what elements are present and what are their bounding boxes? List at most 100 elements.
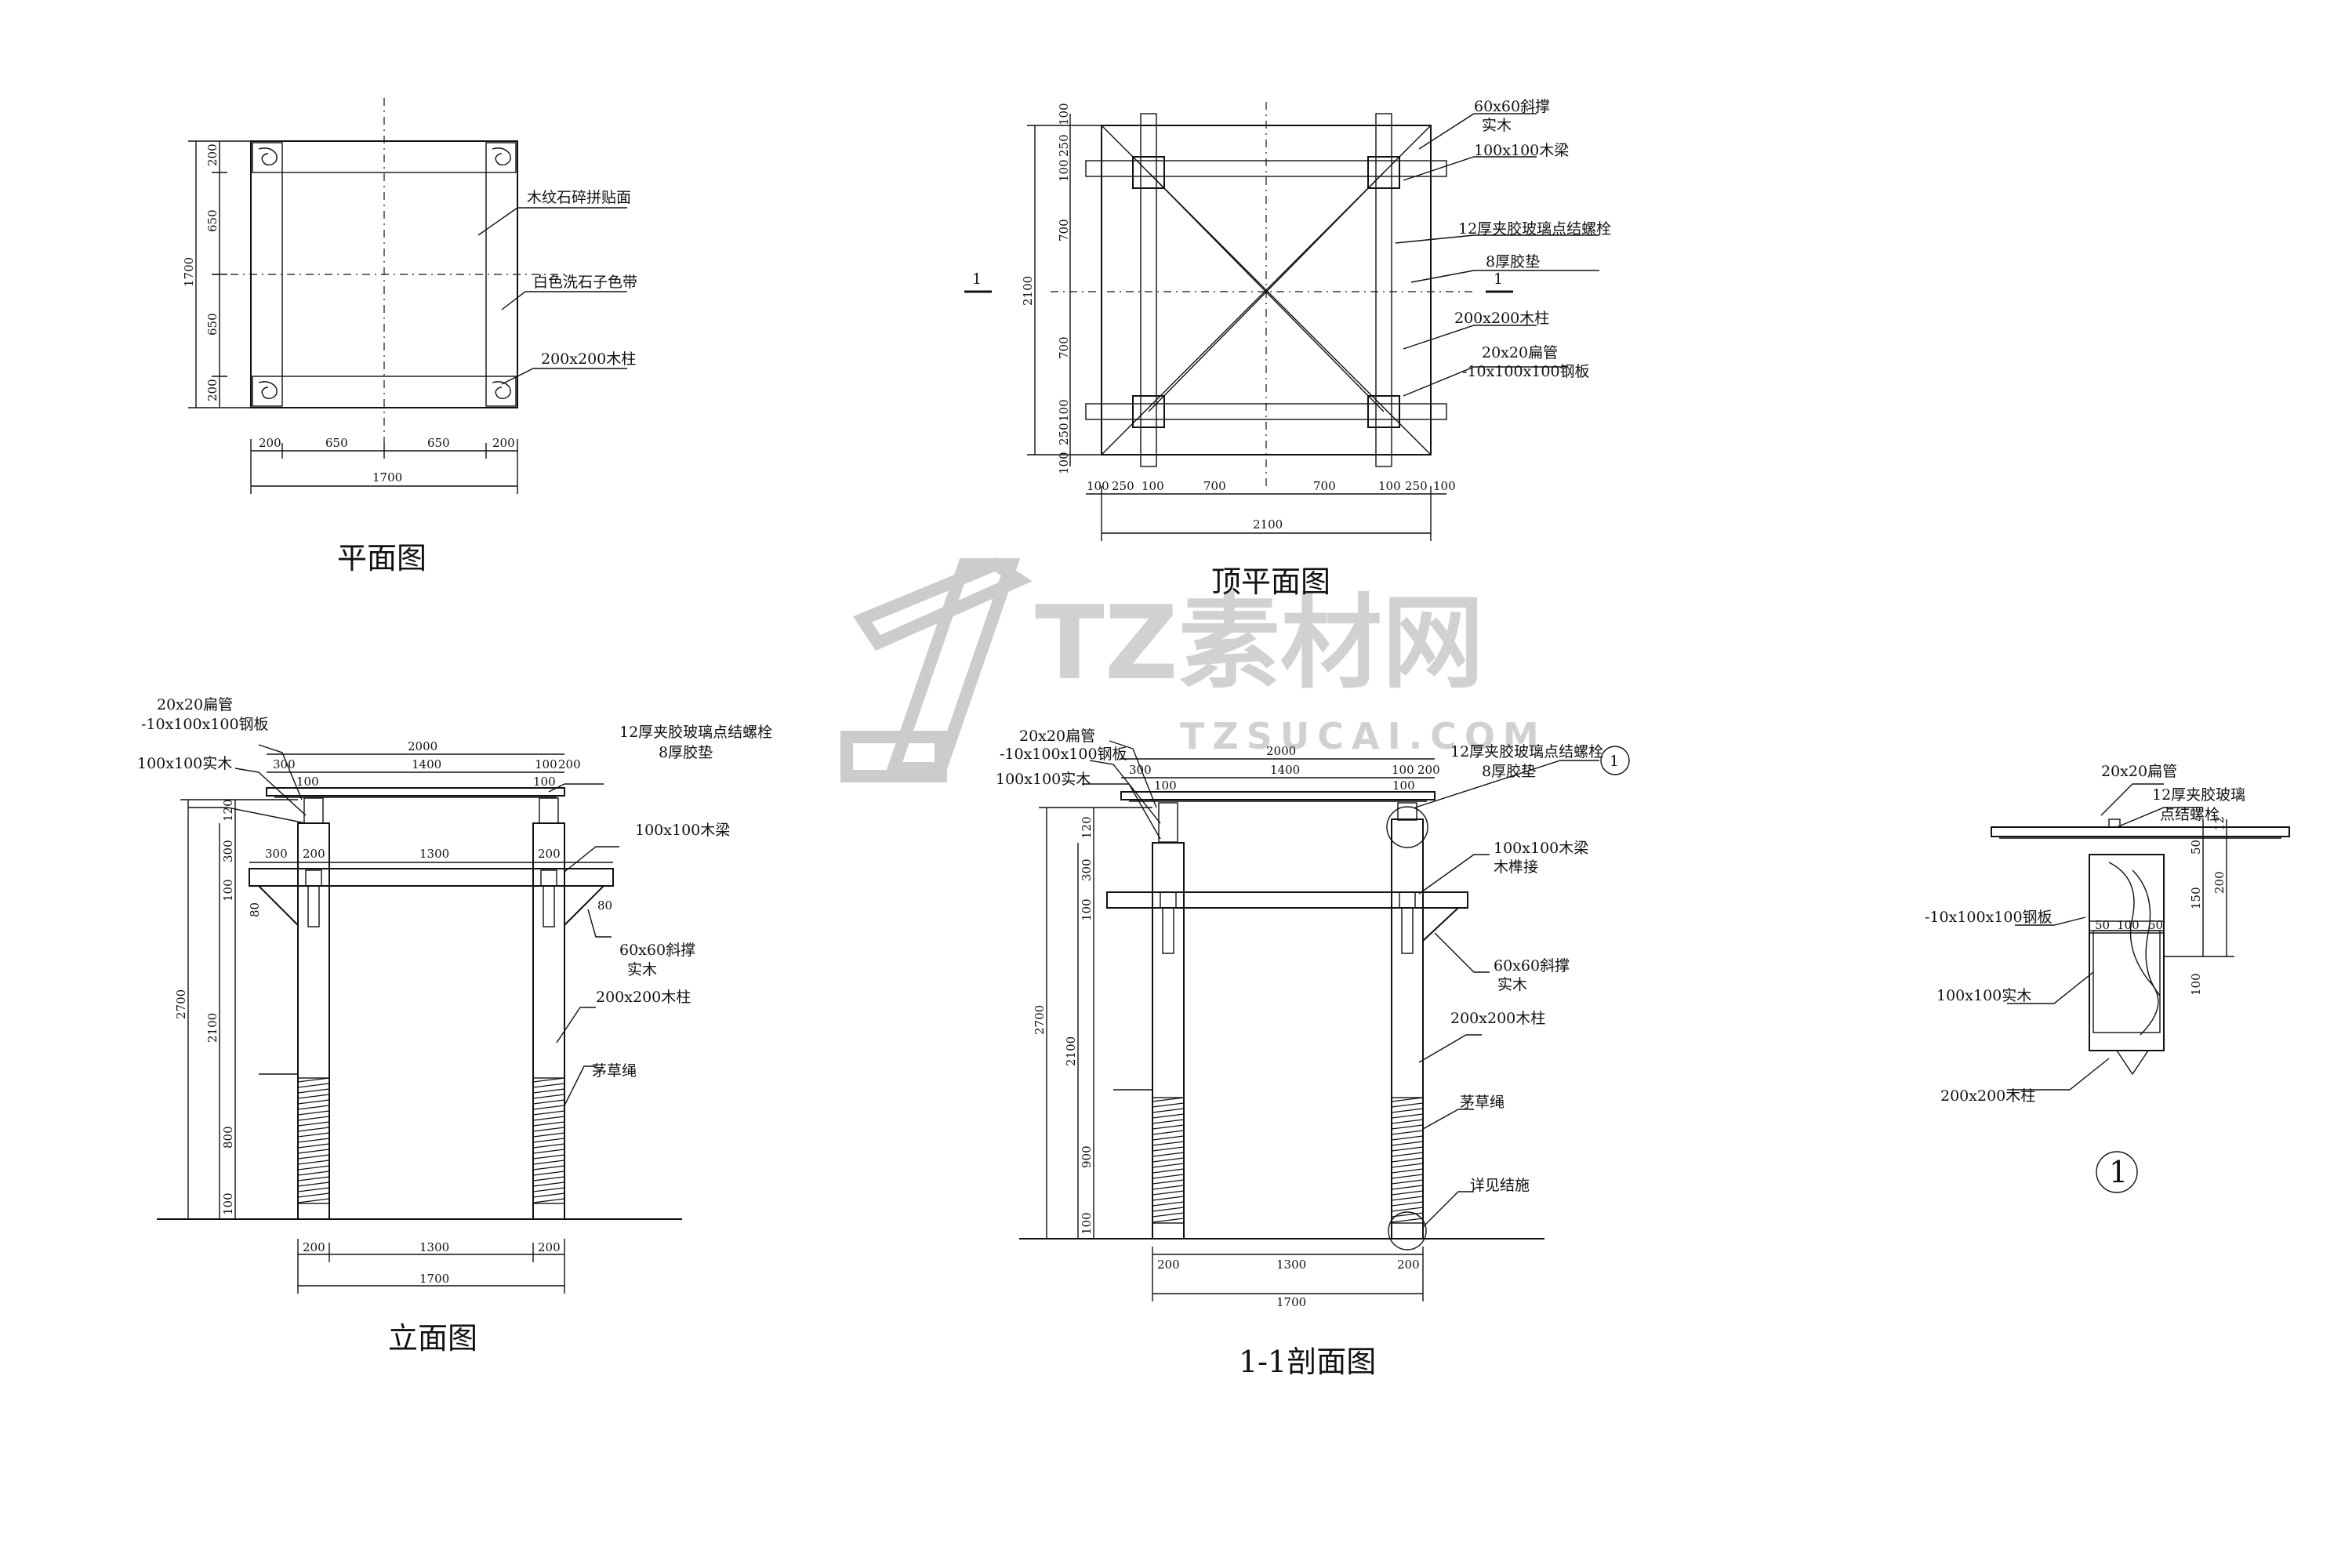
rope-wrap-line <box>1391 1152 1424 1157</box>
plan-label-0: 木纹石碎拼贴面 <box>527 189 631 206</box>
plan-dim-l0: 200 <box>205 143 220 166</box>
top-plan-section-mark-right: 1 <box>1494 270 1503 288</box>
elevation-dim-b0: 200 <box>303 1240 325 1254</box>
plan-dim-b3: 200 <box>492 436 515 450</box>
rope-wrap-line <box>1152 1179 1185 1185</box>
section-dim-l2: 100 <box>1080 898 1094 921</box>
rope-wrap-line <box>1152 1130 1185 1135</box>
rope-wrap-line <box>297 1192 330 1198</box>
watermark: TZ素材网 TZSUCAI.COM <box>840 557 1539 782</box>
section-label-left-2: 100x100实木 <box>996 771 1091 788</box>
rope-wrap-line <box>1391 1135 1424 1141</box>
rope-wrap-line <box>297 1187 330 1192</box>
elevation-dim-l1: 300 <box>221 840 235 862</box>
rope-wrap-line <box>1152 1097 1185 1102</box>
elevation-rope-hatch <box>297 1077 565 1203</box>
section-label-right-7: 茅草绳 <box>1460 1094 1504 1111</box>
rope-wrap-line <box>1391 1201 1424 1207</box>
rope-wrap-line <box>1391 1168 1424 1174</box>
plan-title: 平面图 <box>337 541 426 575</box>
detail-label-2: 点结螺栓 <box>2160 806 2220 823</box>
rope-wrap-line <box>532 1121 565 1127</box>
top-plan-label-0: 60x60斜撑 <box>1474 98 1550 115</box>
detail-mark: 1 <box>2109 1155 2128 1189</box>
section-label-right-0: 12厚夹胶玻璃点结螺栓 <box>1450 743 1603 760</box>
rope-wrap-line <box>1152 1168 1185 1174</box>
rope-wrap-line <box>297 1160 330 1165</box>
detail-dim-r4: 200 <box>2212 871 2227 894</box>
top-plan-dim-l7: 100 <box>1057 452 1071 474</box>
detail-mark-icon <box>2096 1151 2138 1193</box>
plan-dim-btotal: 1700 <box>372 470 402 485</box>
plan-label-1: 白色洗石子色带 <box>533 274 637 291</box>
section-label-right-2: 100x100木梁 <box>1494 840 1588 857</box>
rope-wrap-line <box>532 1110 565 1116</box>
top-plan-dim-l4: 700 <box>1057 336 1071 359</box>
top-plan-dim-l5: 100 <box>1057 399 1071 422</box>
rope-wrap-line <box>1391 1124 1424 1130</box>
rope-wrap-line <box>1391 1141 1424 1146</box>
rope-wrap-line <box>297 1176 330 1181</box>
section-dim-b1: 1300 <box>1276 1258 1306 1272</box>
plan-dim-b2: 650 <box>427 436 450 450</box>
rope-wrap-line <box>1391 1218 1424 1223</box>
rope-wrap-line <box>1391 1190 1424 1196</box>
section-dim-b2: 200 <box>1397 1258 1420 1272</box>
section-dim-top2-2: 100 <box>1392 763 1414 777</box>
section-view: 1 20x20扁管 -10x100x100钢板 100x100实木 12厚夹胶玻… <box>996 728 1630 1379</box>
rope-wrap-line <box>1152 1152 1185 1157</box>
elevation-dim-ltotal-0: 2700 <box>174 989 188 1019</box>
section-label-right-1: 8厚胶垫 <box>1482 763 1536 780</box>
top-plan-dim-btotal: 2100 <box>1253 517 1283 532</box>
rope-wrap-line <box>1152 1102 1185 1108</box>
rope-wrap-line <box>297 1138 330 1143</box>
rope-wrap-line <box>1152 1108 1185 1113</box>
elevation-dim-top2-2: 100 <box>535 757 557 771</box>
elevation-label-right-3: 60x60斜撑 <box>619 942 695 959</box>
elevation-dim-l3: 800 <box>221 1126 235 1149</box>
rope-wrap-line <box>1391 1207 1424 1212</box>
section-dim-ltotal-0: 2700 <box>1033 1005 1047 1035</box>
top-plan-dim-l1: 250 <box>1057 134 1071 157</box>
top-plan-dim-l0: 100 <box>1057 103 1071 125</box>
elevation-dim-b1: 1300 <box>419 1240 449 1254</box>
rope-wrap-line <box>1152 1207 1185 1212</box>
elevation-dim-l0: 120 <box>221 799 235 822</box>
rope-wrap-line <box>297 1143 330 1149</box>
rope-wrap-line <box>297 1132 330 1138</box>
rope-wrap-line <box>1391 1108 1424 1113</box>
rope-wrap-line <box>1152 1119 1185 1124</box>
section-dim-top2-0: 300 <box>1129 763 1152 777</box>
section-dim-btotal: 1700 <box>1276 1295 1306 1309</box>
plan-dim-l2: 650 <box>205 313 220 336</box>
rope-wrap-line <box>1152 1113 1185 1119</box>
top-plan-dim-ltotal: 2100 <box>1021 276 1035 306</box>
section-label-right-6: 200x200木柱 <box>1450 1010 1545 1027</box>
section-label-right-3: 木榫接 <box>1494 858 1538 876</box>
detail-view: 20x20扁管 12厚夹胶玻璃 点结螺栓 -10x100x100钢板 100x1… <box>1925 763 2290 1193</box>
elevation-label-left-0: 20x20扁管 <box>157 696 233 713</box>
rope-wrap-line <box>1152 1218 1185 1223</box>
top-plan-label-6: 20x20扁管 <box>1482 344 1558 361</box>
section-rope-hatch <box>1152 1097 1424 1223</box>
rope-wrap-line <box>532 1105 565 1110</box>
plan-dim-b0: 200 <box>259 436 281 450</box>
section-detail-mark-icon <box>1600 746 1630 775</box>
rope-wrap-line <box>1152 1212 1185 1218</box>
section-dim-l1: 300 <box>1080 858 1094 881</box>
rope-wrap-line <box>297 1181 330 1187</box>
top-plan-dim-l3: 700 <box>1057 219 1071 241</box>
rope-wrap-line <box>1391 1146 1424 1152</box>
rope-wrap-line <box>1391 1196 1424 1201</box>
rope-wrap-line <box>1152 1174 1185 1179</box>
elevation-dim-top3-0: 100 <box>296 775 319 789</box>
elevation-label-left-2: 100x100实木 <box>137 755 232 772</box>
detail-wood-grain-icon <box>2108 862 2159 1036</box>
rope-wrap-line <box>297 1171 330 1176</box>
section-dim-l0: 120 <box>1080 816 1094 839</box>
top-plan-dim-b7: 100 <box>1433 479 1456 493</box>
detail-dim-top-2: 50 <box>2148 918 2163 932</box>
detail-label-5: 200x200木柱 <box>1940 1087 2035 1105</box>
rope-wrap-line <box>532 1198 565 1203</box>
rope-wrap-line <box>532 1083 565 1088</box>
